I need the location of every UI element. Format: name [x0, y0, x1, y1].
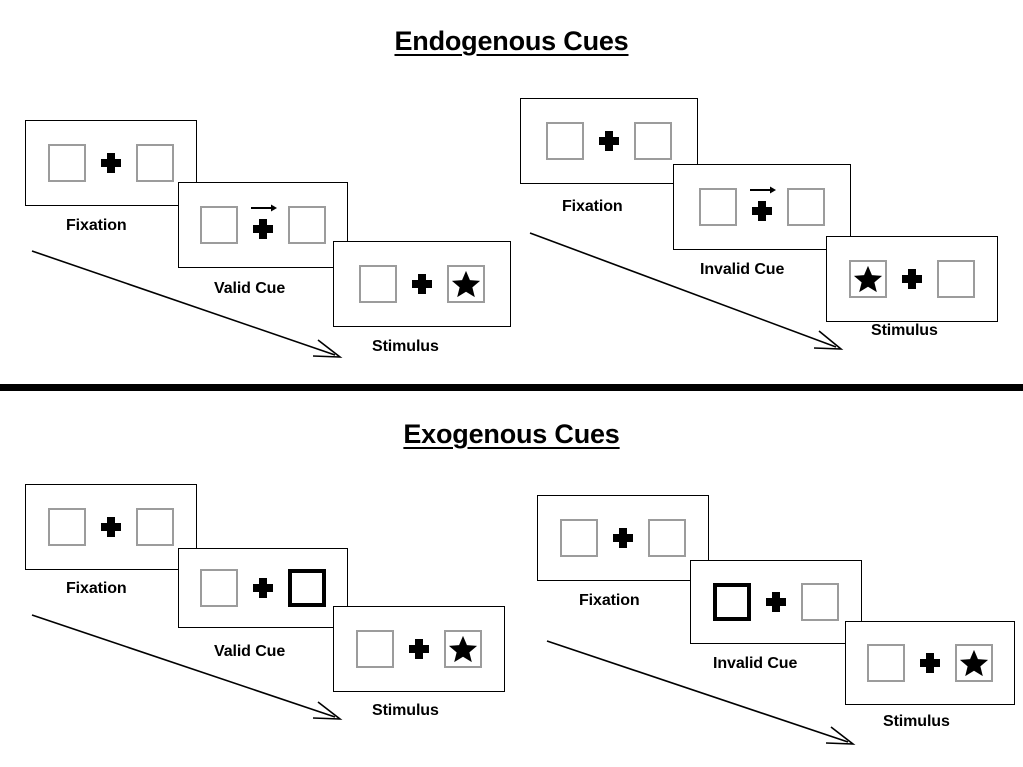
frame-content: [179, 183, 347, 267]
frame-exogenous-invalid-fixation: [537, 495, 709, 581]
cross-bar-vertical: [107, 153, 115, 173]
placeholder-box-right: [136, 144, 174, 182]
frame-content: [827, 237, 997, 321]
frame-content: [26, 121, 196, 205]
fixation-cross-icon: [765, 589, 787, 615]
placeholder-box-left: [356, 630, 394, 668]
caption-endogenous-valid-cue: Valid Cue: [214, 280, 286, 297]
caption-exogenous-invalid-stimulus: Stimulus: [883, 713, 950, 730]
caption-endogenous-valid-stimulus: Stimulus: [372, 338, 439, 355]
placeholder-box-left: [359, 265, 397, 303]
frame-content: [334, 242, 510, 326]
placeholder-box-right: [955, 644, 993, 682]
placeholder-box-left: [849, 260, 887, 298]
arrow-right-cue-icon: [750, 186, 776, 194]
frame-endogenous-invalid-cue: [673, 164, 851, 250]
frame-exogenous-valid-fixation: [25, 484, 197, 570]
placeholder-box-right-cued: [288, 569, 326, 607]
cross-bar-vertical: [758, 201, 766, 221]
cross-bar-vertical: [926, 653, 934, 673]
time-flow-arrow-exogenous-valid: [31, 614, 343, 720]
placeholder-box-left: [48, 144, 86, 182]
frame-exogenous-invalid-cue: [690, 560, 862, 644]
placeholder-box-left: [560, 519, 598, 557]
placeholder-box-right: [801, 583, 839, 621]
star-stimulus-icon: [959, 649, 989, 677]
placeholder-box-right: [634, 122, 672, 160]
frame-content: [334, 607, 504, 691]
frame-content: [538, 496, 708, 580]
time-flow-arrow-exogenous-invalid: [546, 640, 856, 745]
fixation-cross-icon: [919, 650, 941, 676]
placeholder-box-right: [288, 206, 326, 244]
fixation-cross-icon: [750, 186, 776, 224]
frame-endogenous-valid-stimulus: [333, 241, 511, 327]
placeholder-box-right: [648, 519, 686, 557]
placeholder-box-right: [787, 188, 825, 226]
caption-endogenous-invalid-cue: Invalid Cue: [700, 261, 785, 278]
frame-content: [26, 485, 196, 569]
caption-endogenous-invalid-stimulus: Stimulus: [871, 322, 938, 339]
fixation-cross-icon: [598, 128, 620, 154]
time-flow-arrow-endogenous-valid: [31, 250, 343, 358]
frame-exogenous-invalid-stimulus: [845, 621, 1015, 705]
cross-bar-vertical: [107, 517, 115, 537]
frame-content: [521, 99, 697, 183]
caption-exogenous-invalid-fixation: Fixation: [579, 592, 640, 609]
placeholder-box-left-cued: [713, 583, 751, 621]
caption-endogenous-valid-fixation: Fixation: [66, 217, 127, 234]
fixation-cross-icon: [901, 266, 923, 292]
placeholder-box-right: [447, 265, 485, 303]
cross-bar-vertical: [908, 269, 916, 289]
cross-bar-vertical: [415, 639, 423, 659]
fixation-cross-icon: [408, 636, 430, 662]
placeholder-box-right: [136, 508, 174, 546]
section-divider: [0, 384, 1023, 391]
frame-content: [674, 165, 850, 249]
star-stimulus-icon: [853, 265, 883, 293]
frame-exogenous-valid-cue: [178, 548, 348, 628]
cross-bar-vertical: [418, 274, 426, 294]
frame-content: [691, 561, 861, 643]
cross-bar-vertical: [259, 219, 267, 239]
caption-exogenous-valid-stimulus: Stimulus: [372, 702, 439, 719]
fixation-cross-icon: [251, 204, 277, 242]
frame-content: [846, 622, 1014, 704]
placeholder-box-left: [867, 644, 905, 682]
fixation-cross-icon: [612, 525, 634, 551]
placeholder-box-right: [444, 630, 482, 668]
caption-exogenous-valid-cue: Valid Cue: [214, 643, 286, 660]
section-title-endogenous: Endogenous Cues: [394, 26, 629, 56]
caption-endogenous-invalid-fixation: Fixation: [562, 198, 623, 215]
placeholder-box-left: [699, 188, 737, 226]
fixation-cross-icon: [252, 575, 274, 601]
placeholder-box-right: [937, 260, 975, 298]
frame-endogenous-invalid-stimulus: [826, 236, 998, 322]
caption-exogenous-invalid-cue: Invalid Cue: [713, 655, 798, 672]
arrow-right-cue-icon: [251, 204, 277, 212]
section-title-exogenous: Exogenous Cues: [403, 419, 620, 449]
star-stimulus-icon: [451, 270, 481, 298]
time-flow-arrow-endogenous-invalid: [529, 232, 844, 350]
frame-content: [179, 549, 347, 627]
frame-endogenous-valid-fixation: [25, 120, 197, 206]
fixation-cross-icon: [100, 514, 122, 540]
placeholder-box-left: [546, 122, 584, 160]
cross-bar-vertical: [772, 592, 780, 612]
frame-endogenous-invalid-fixation: [520, 98, 698, 184]
cross-bar-vertical: [605, 131, 613, 151]
caption-exogenous-valid-fixation: Fixation: [66, 580, 127, 597]
placeholder-box-left: [48, 508, 86, 546]
cross-bar-vertical: [259, 578, 267, 598]
frame-endogenous-valid-cue: [178, 182, 348, 268]
frame-exogenous-valid-stimulus: [333, 606, 505, 692]
cross-bar-vertical: [619, 528, 627, 548]
fixation-cross-icon: [100, 150, 122, 176]
placeholder-box-left: [200, 569, 238, 607]
star-stimulus-icon: [448, 635, 478, 663]
placeholder-box-left: [200, 206, 238, 244]
fixation-cross-icon: [411, 271, 433, 297]
